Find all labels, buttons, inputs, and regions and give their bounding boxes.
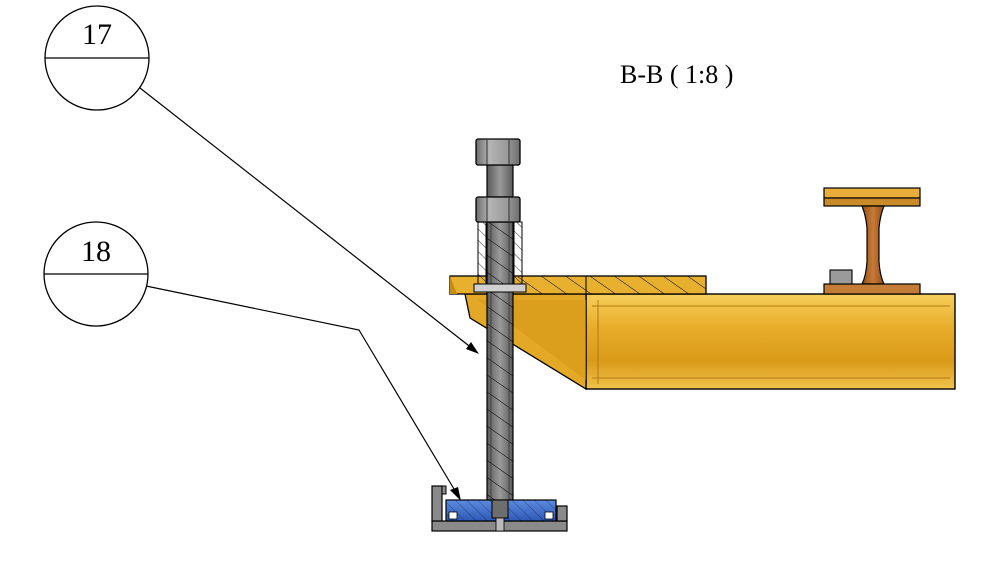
- channel-beam: [585, 293, 956, 390]
- support-bracket: [464, 293, 587, 391]
- balloon-17-leader: [139, 87, 479, 354]
- balloon-18[interactable]: 18: [43, 221, 149, 327]
- anchor-bolt-17[interactable]: [473, 138, 527, 515]
- hex-bolt-icon: [475, 138, 521, 166]
- i-beam: [823, 187, 921, 295]
- balloon-18-label: 18: [81, 235, 111, 268]
- foot-assembly-18[interactable]: [431, 485, 568, 532]
- hex-bolt-icon: [829, 269, 853, 285]
- balloon-17[interactable]: 17: [44, 5, 150, 111]
- hex-bolt-icon: [475, 196, 521, 223]
- balloon-17-label: 17: [82, 18, 112, 51]
- balloon-18-leader: [145, 285, 461, 501]
- section-view-title: B-B ( 1:8 ): [620, 60, 734, 89]
